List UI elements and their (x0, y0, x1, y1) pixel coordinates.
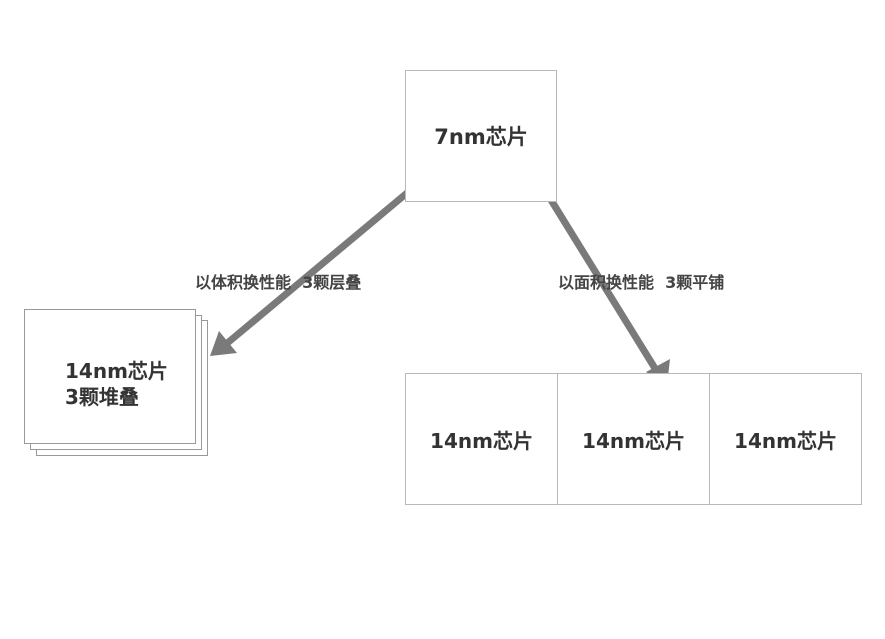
stacked-chip-text: 14nm芯片 3颗堆叠 (65, 358, 168, 410)
stacked-chip-title: 14nm芯片 (65, 359, 168, 383)
arrow-right-shaft (540, 185, 659, 372)
tile-chip-1-label: 14nm芯片 (430, 428, 533, 453)
stacked-chip-count: 3颗堆叠 (65, 385, 139, 409)
arrow-left-head (210, 331, 237, 356)
edge-label-area: 以面积换性能 3颗平铺 (558, 273, 725, 292)
arrow-left-shaft (222, 185, 416, 348)
tile-chip-1: 14nm芯片 (405, 373, 558, 505)
tile-chip-3-label: 14nm芯片 (734, 428, 837, 453)
tile-chip-2: 14nm芯片 (557, 373, 710, 505)
stack-sheet-front: 14nm芯片 3颗堆叠 (24, 309, 196, 444)
arrow-to-stacked (210, 185, 416, 356)
node-7nm-chip-label: 7nm芯片 (434, 125, 528, 149)
node-7nm-chip: 7nm芯片 (405, 70, 557, 202)
edge-label-volume: 以体积换性能 3颗层叠 (195, 273, 362, 292)
tile-chip-2-label: 14nm芯片 (582, 428, 685, 453)
tile-chip-3: 14nm芯片 (709, 373, 862, 505)
